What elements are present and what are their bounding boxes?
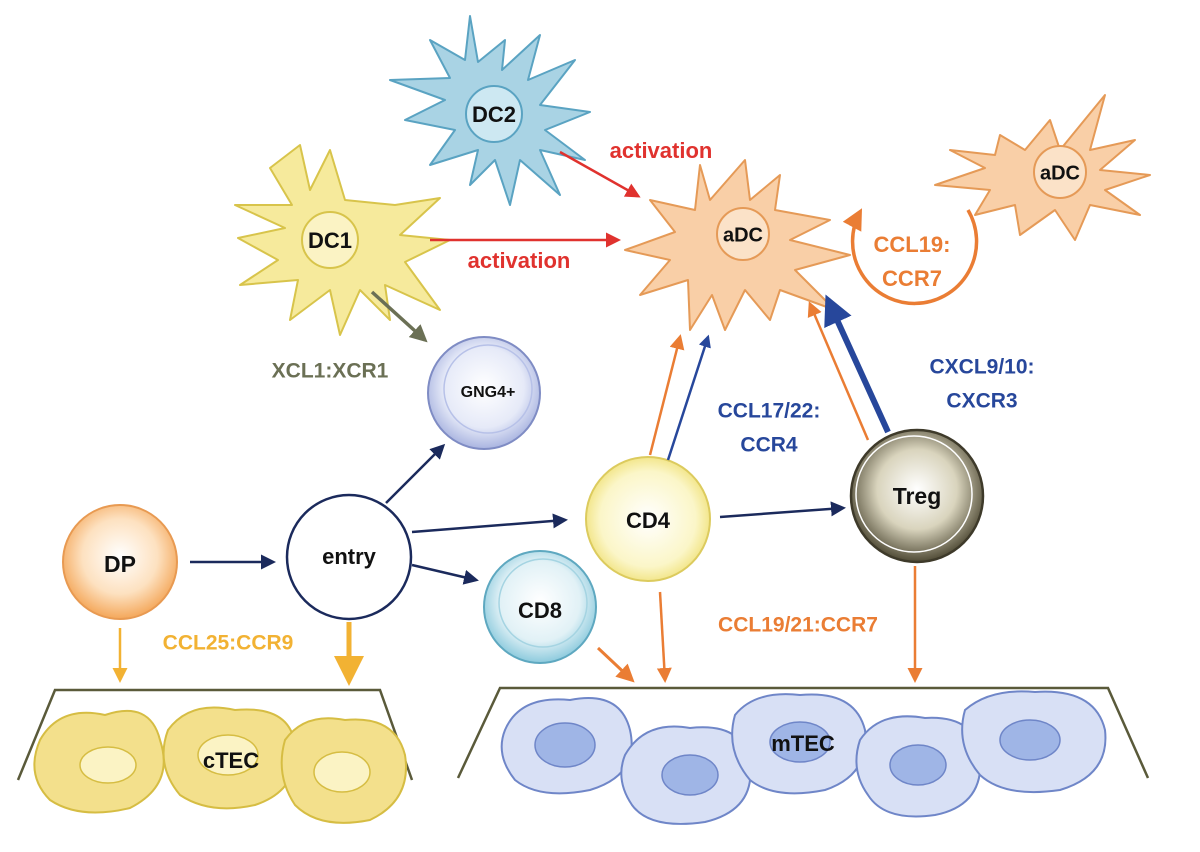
ccl17-label-line2: CCR4 [740, 434, 797, 457]
mtec-bracket [456, 686, 1150, 779]
mtec-label: mTEC [771, 731, 835, 756]
dc1-cell: DC1 [234, 144, 451, 336]
treg-cell: Treg [849, 428, 985, 564]
arrow-entry-to-cd8 [411, 563, 479, 585]
arrow-ccl19-loop [842, 208, 979, 306]
arrow-treg-to-adc-orange [807, 301, 870, 441]
mtec-cells [500, 690, 1107, 825]
adc-right-label: aDC [1040, 162, 1080, 184]
ctec-cells [33, 706, 407, 824]
arrow-entry-to-cd4 [411, 513, 568, 534]
ccl19-21-ccr7-label: CCL19/21:CCR7 [718, 614, 878, 637]
activation-label-top: activation [610, 138, 713, 163]
treg-label: Treg [893, 483, 942, 509]
adc-center-cell: aDC [624, 159, 851, 331]
cd4-cell: CD4 [585, 456, 711, 582]
arrow-cd4-to-adc-orange [648, 334, 685, 456]
arrow-cd4-to-mtec [656, 591, 672, 683]
cd4-label: CD4 [626, 508, 671, 533]
ccl19-label-line1: CCL19: [873, 232, 950, 257]
arrow-cd8-to-mtec [596, 646, 635, 683]
ccl17-label-line1: CCL17/22: [718, 400, 821, 423]
ctec-label: cTEC [203, 748, 259, 773]
dc2-cell: DC2 [389, 15, 591, 206]
arrow-dc2-to-adc [559, 150, 641, 198]
cd8-label: CD8 [518, 598, 562, 623]
cxcl-label-line2: CXCR3 [946, 390, 1017, 413]
adc-center-label: aDC [723, 224, 763, 246]
xcl1-xcr1-label: XCL1:XCR1 [272, 360, 389, 383]
dp-cell: DP [62, 504, 178, 620]
entry-cell: entry [285, 493, 413, 621]
ccl25-ccr9-label: CCL25:CCR9 [163, 632, 294, 655]
gng4-cell: GNG4+ [427, 336, 541, 450]
cxcl-label-line1: CXCL9/10: [929, 356, 1034, 379]
activation-label-mid: activation [468, 248, 571, 273]
adc-right-cell: aDC [934, 94, 1151, 241]
arrow-treg-to-adc-blue [824, 294, 891, 434]
entry-label: entry [322, 544, 377, 569]
dp-label: DP [104, 551, 136, 577]
ccl19-label-line2: CCR7 [882, 266, 942, 291]
arrow-entry-to-gng4 [385, 443, 446, 504]
gng4-label: GNG4+ [461, 384, 516, 401]
cd8-cell: CD8 [483, 550, 597, 664]
dc1-label: DC1 [308, 228, 352, 253]
dc2-label: DC2 [472, 102, 516, 127]
arrow-cd4-to-treg [719, 501, 846, 519]
arrow-dc1-to-gng4 [370, 290, 428, 343]
arrow-cd4-to-adc-blue [666, 334, 711, 461]
